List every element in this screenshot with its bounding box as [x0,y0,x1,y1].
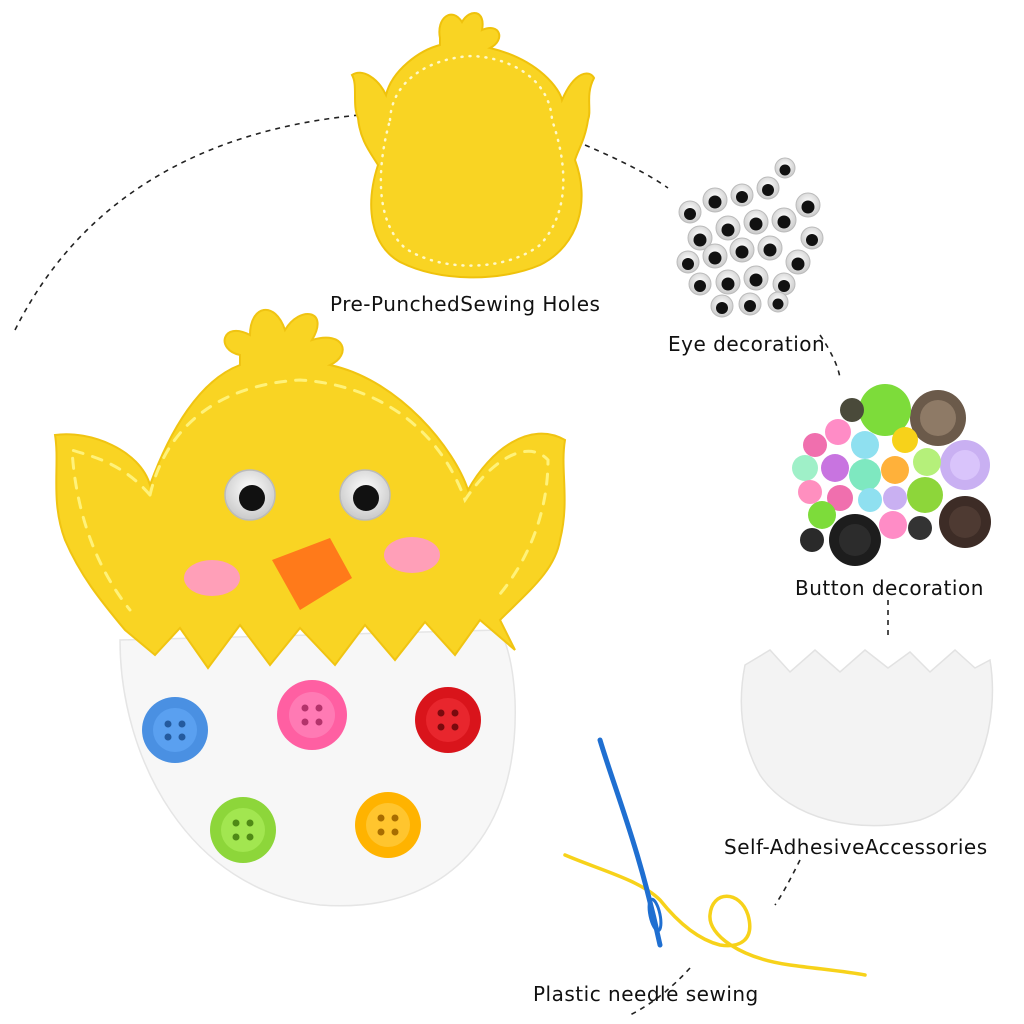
connector-shell-to-needle [774,859,801,906]
shell-button-green [210,797,276,863]
label-sewing-holes: Pre-PunchedSewing Holes [330,292,601,316]
label-button-decoration: Button decoration [795,576,984,600]
egg-shell-bottom [119,629,516,907]
label-eye-decoration: Eye decoration [668,332,826,356]
buttons-pile-icon [792,384,991,566]
connector-needle-bottom [629,967,691,1016]
chick-stitching [70,378,550,612]
egg-shell-piece-icon [740,648,994,827]
googly-eyes-icon [676,157,824,318]
dashed-connector-lines [14,114,889,1016]
connector-arc-left [14,114,361,331]
connector-eye-to-button [819,334,841,379]
label-self-adhesive: Self-AdhesiveAccessories [724,835,988,859]
right-cheek [384,537,440,573]
chick-felt-template-icon [350,12,596,279]
left-cheek [184,560,240,596]
chick-beak [272,538,352,610]
connector-arc-top-right [584,144,669,189]
shell-button-blue [142,697,208,763]
label-plastic-needle: Plastic needle sewing [533,982,759,1006]
shell-button-red [415,687,481,753]
finished-chick-craft [53,309,567,907]
shell-button-pink [277,680,347,750]
chick-body [53,309,567,670]
needle-thread-icon [563,737,867,977]
shell-button-orange [355,792,421,858]
